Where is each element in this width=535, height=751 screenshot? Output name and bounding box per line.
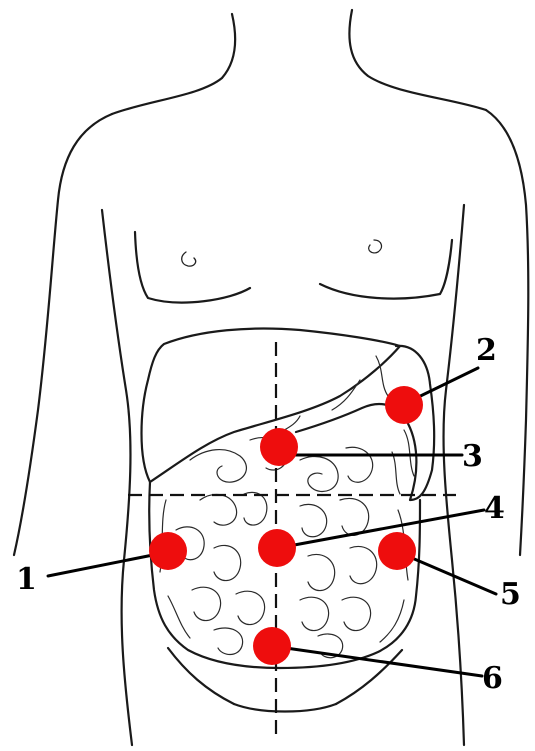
marker-4 — [258, 529, 296, 567]
left-waist — [102, 210, 132, 745]
label-5: 5 — [500, 577, 521, 612]
label-1: 1 — [16, 562, 37, 597]
marker-6 — [253, 627, 291, 665]
left-pectoral — [135, 232, 250, 303]
label-6: 6 — [482, 661, 503, 696]
stomach-outline — [296, 346, 434, 500]
left-nipple — [182, 252, 196, 266]
marker-2 — [385, 386, 423, 424]
marker-5 — [378, 532, 416, 570]
neck-right — [349, 10, 486, 110]
left-shoulder-arm — [14, 114, 112, 555]
neck-left — [112, 14, 235, 114]
stomach-texture — [270, 356, 414, 494]
label-3: 3 — [462, 439, 483, 474]
right-groin — [336, 650, 402, 704]
right-waist — [444, 205, 464, 745]
lower-abdomen-line — [234, 704, 336, 712]
leader-line-6 — [272, 646, 482, 676]
right-pectoral — [320, 240, 452, 299]
marker-1 — [149, 532, 187, 570]
right-nipple — [369, 240, 382, 253]
marker-3 — [260, 428, 298, 466]
label-4: 4 — [484, 491, 505, 526]
label-2: 2 — [476, 333, 497, 368]
